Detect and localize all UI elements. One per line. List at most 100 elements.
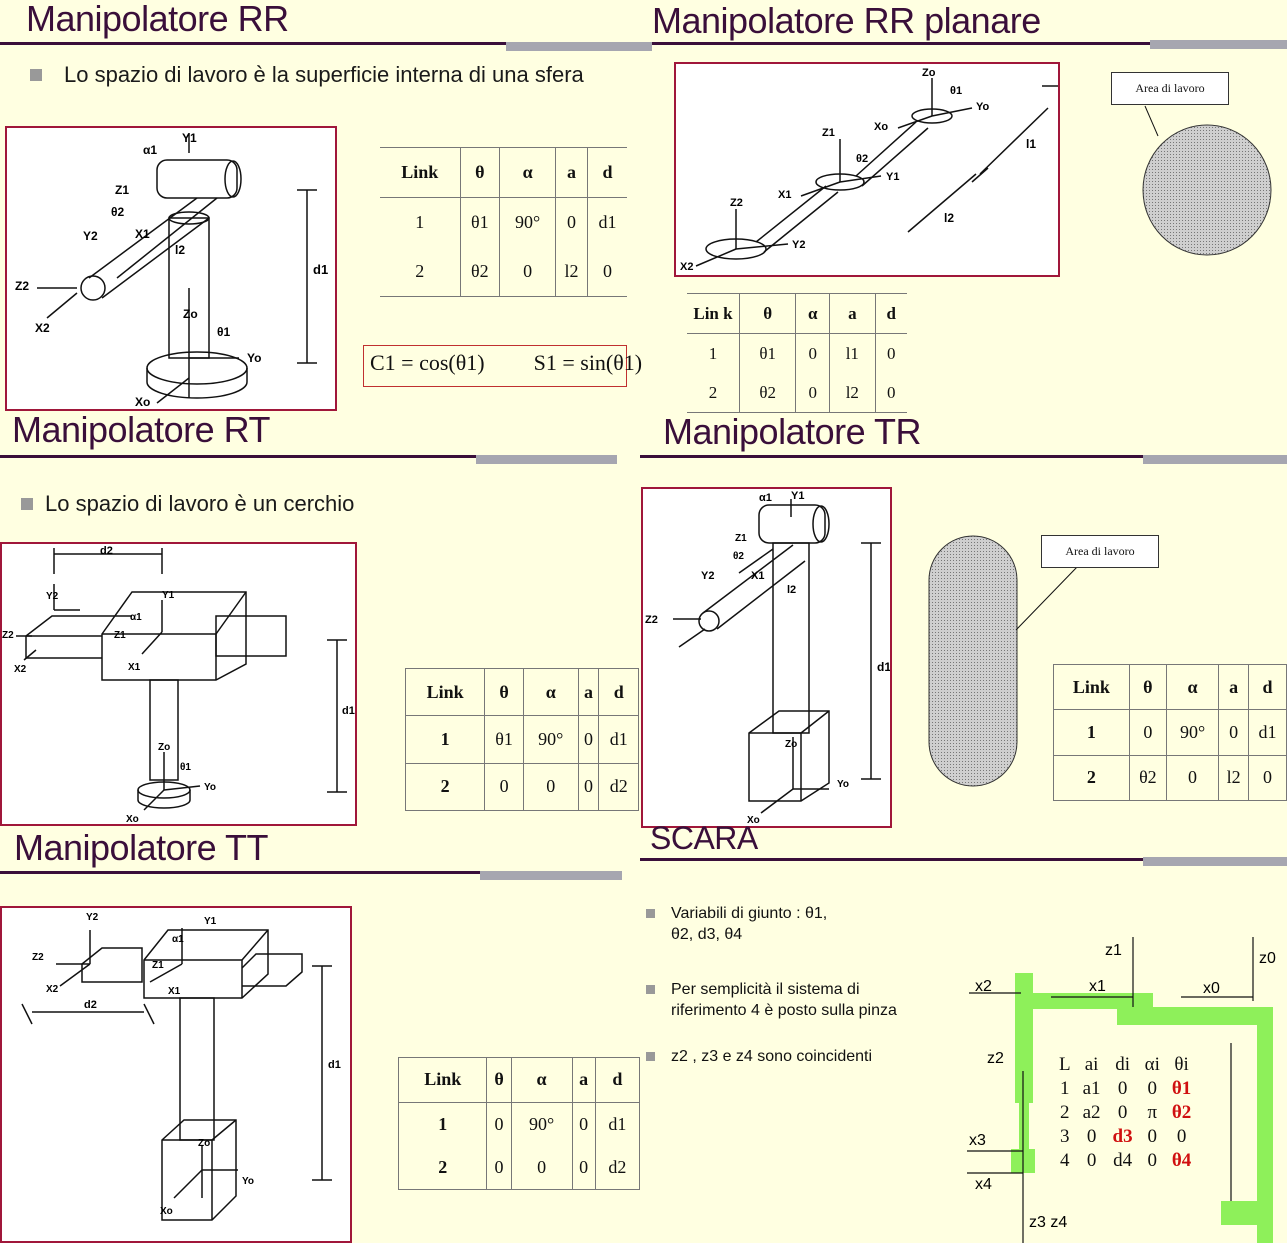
title-rule-tr [640,455,1287,458]
table-cell: 90° [510,1102,573,1146]
rt-th-alpha: α [522,668,579,717]
title-rule-rr-planare [652,42,1287,45]
table-cell: 0 [555,197,588,248]
scara-x1-label: x1 [1089,978,1106,995]
title-tt: Manipolatore TT [14,827,268,868]
rt-th-theta: θ [484,668,524,717]
rt-x1-label: X1 [128,662,141,673]
table-cell: 0 [499,247,556,297]
rt-y2-label: Y2 [46,591,59,602]
title-accent-rr-planare [1150,40,1287,49]
table-cell: 0 [1128,709,1167,756]
table-cell: 0 [1248,755,1287,801]
table-cell: 0 [795,373,830,413]
table-cell: d1 [587,197,627,248]
rr-zo-label: Zo [183,307,198,321]
rt-x2-label: X2 [14,664,27,675]
rr-l2-label: l2 [175,243,185,257]
rr-yo-label: Yo [247,351,261,365]
table-cell: 0 [1218,709,1249,756]
table-cell: l2 [555,247,588,297]
rr-figure: Y1 α1 Z1 θ2 X1 Y2 l2 Z2 X2 d1 Zo θ1 Yo X… [5,126,337,411]
table-cell: 0 [510,1145,573,1190]
title-rule-rt [0,455,617,458]
title-accent-rt [476,455,617,464]
rrp-y2-label: Y2 [792,239,805,251]
rrp-th-a: a [829,293,876,335]
table-cell: 0 [486,1145,512,1190]
tt-z2-label: Z2 [32,952,44,963]
scara-th-di: di [1115,1054,1130,1075]
rr-z2-label: Z2 [15,279,29,293]
table-cell: 0 [571,1102,596,1146]
rt-d1-label: d1 [342,705,355,717]
table-cell: θ2 [1171,1102,1192,1123]
table-cell: 0 [484,763,524,811]
table-cell: 2 [440,776,450,797]
scara-z1-label: z1 [1105,942,1122,959]
rrp-th2-label: θ2 [856,153,868,165]
tr-th-theta: θ [1128,664,1167,711]
table-cell: θ1 [484,715,524,764]
scara-z0-label: z0 [1259,950,1276,967]
rr-th-alpha: α [499,147,556,199]
bullet-icon [646,985,655,994]
tt-th-link: Link [398,1057,487,1103]
scara-th-alphai: αi [1144,1054,1160,1075]
rrp-x2-label: X2 [680,261,693,273]
table-cell: 90° [522,715,579,764]
table-cell: 3 [1060,1126,1070,1147]
bullet-rt: Lo spazio di lavoro è un cerchio [45,491,355,516]
rt-yo-label: Yo [204,782,216,793]
tr-manipulator-drawing: α1 Y1 Z1 θ2 Y2 X1 l2 Z2 d1 Zo Yo Xo [645,490,890,826]
rt-th1-label: θ1 [180,762,191,773]
table-cell: 2 [708,382,718,402]
table-cell: 1 [440,728,450,749]
rrp-zo-label: Zo [922,67,936,79]
table-cell: 90° [1165,709,1219,756]
rrp-yo-label: Yo [976,101,990,113]
table-cell: 0 [1147,1150,1157,1171]
bullet-icon [21,498,33,510]
table-cell: 0 [1147,1078,1157,1099]
rt-d2-label: d2 [100,545,113,557]
rr-d1-label: d1 [313,262,328,277]
rr-planare-figure: Zo θ1 Yo Xo Z1 θ2 X1 Y1 l1 l2 Z2 Y2 X2 [674,62,1060,277]
table-cell: 0 [1165,755,1219,801]
tt-zo-label: Zo [198,1138,210,1149]
table-cell: 1 [1060,1078,1070,1099]
table-cell: π [1147,1102,1158,1123]
tr-figure: α1 Y1 Z1 θ2 Y2 X1 l2 Z2 d1 Zo Yo Xo [641,487,892,828]
tr-zo-label: Zo [785,739,797,750]
title-accent-rr [506,42,652,51]
tr-z2-label: Z2 [645,614,658,626]
table-cell: 0 [1086,1150,1097,1171]
table-cell: 0 [486,1102,512,1146]
rt-manipulator-drawing: d2 Y2 Y1 α1 Z2 Z1 X2 X1 d1 Zo θ1 Yo Xo [2,545,355,824]
table-cell: θ1 [459,197,500,248]
rt-y1-label: Y1 [162,590,175,601]
rt-zo-label: Zo [158,742,170,753]
tr-y2-label: Y2 [701,570,714,582]
scara-th-thetai: θi [1174,1054,1189,1075]
table-cell: 2 [415,261,425,282]
rt-z1-label: Z1 [114,630,126,641]
table-cell: 0 [1147,1126,1157,1147]
table-cell: 2 [1086,767,1096,788]
bullet-rr: Lo spazio di lavoro è la superficie inte… [64,62,584,87]
tr-th-d: d [1248,664,1287,711]
table-cell: l2 [829,373,876,413]
scara-z2-label: z2 [987,1050,1004,1067]
scara-bullet-1: Variabili di giunto : θ1, θ2, d3, θ4 [671,905,828,943]
tt-z1-label: Z1 [152,960,164,971]
rr-x2-label: X2 [35,321,50,335]
table-cell: 0 [571,1145,596,1190]
